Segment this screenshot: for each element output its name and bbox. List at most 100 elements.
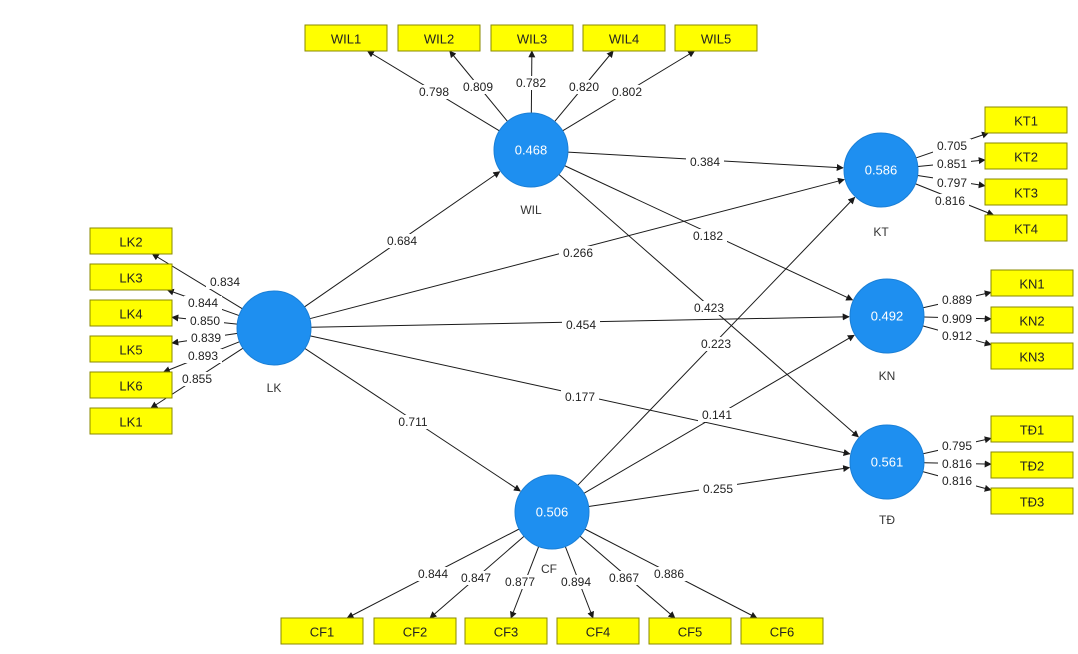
indicator-box[interactable] [397, 24, 481, 52]
indicator-box[interactable] [990, 342, 1074, 370]
latent-name: TĐ [879, 513, 895, 527]
indicator-box[interactable] [582, 24, 666, 52]
indicator-td1[interactable]: TĐ1 [990, 415, 1074, 443]
indicator-box[interactable] [464, 617, 548, 645]
loading-value-wil1: 0.798 [415, 85, 453, 99]
indicator-box[interactable] [556, 617, 640, 645]
indicator-lk1[interactable]: LK1 [89, 407, 173, 435]
indicator-box[interactable] [674, 24, 758, 52]
latent-circle[interactable] [849, 278, 925, 354]
latent-circle[interactable] [493, 112, 569, 188]
indicator-box[interactable] [89, 263, 173, 291]
loading-value-lk3-bg [184, 296, 222, 310]
loading-value-wil4: 0.820 [565, 80, 603, 94]
indicator-box[interactable] [990, 306, 1074, 334]
indicator-lk5[interactable]: LK5 [89, 335, 173, 363]
indicator-wil4[interactable]: WIL4 [582, 24, 666, 52]
indicator-box[interactable] [89, 407, 173, 435]
loading-value-wil3-text: 0.782 [516, 76, 546, 90]
indicator-kn1[interactable]: KN1 [990, 269, 1074, 297]
indicator-box[interactable] [89, 299, 173, 327]
loading-value-wil2-bg [459, 80, 497, 94]
indicator-box[interactable] [373, 617, 457, 645]
loading-value-cf1-text: 0.844 [418, 567, 448, 581]
indicator-box[interactable] [984, 178, 1068, 206]
path-coef-wil-td-text: 0.423 [694, 301, 724, 315]
latent-circle[interactable] [849, 424, 925, 500]
loading-value-cf6: 0.886 [650, 567, 688, 581]
path-coef-lk-cf-text: 0.711 [398, 415, 427, 429]
indicator-box[interactable] [984, 142, 1068, 170]
path-coef-lk-kn-bg [562, 318, 600, 332]
path-coef-lk-kt: 0.266 [559, 246, 597, 260]
loading-value-kt3-text: 0.797 [937, 176, 967, 190]
indicator-kt2[interactable]: KT2 [984, 142, 1068, 170]
indicator-box[interactable] [648, 617, 732, 645]
path-coef-cf-kt: 0.223 [697, 337, 735, 351]
indicator-td3[interactable]: TĐ3 [990, 487, 1074, 515]
indicator-kn2[interactable]: KN2 [990, 306, 1074, 334]
latent-circle[interactable] [514, 474, 590, 550]
loading-value-td3-bg [938, 474, 976, 488]
loading-value-lk2-text: 0.834 [210, 275, 240, 289]
indicator-kt4[interactable]: KT4 [984, 214, 1068, 242]
indicator-lk4[interactable]: LK4 [89, 299, 173, 327]
indicator-wil1[interactable]: WIL1 [304, 24, 388, 52]
loading-value-kt3: 0.797 [933, 176, 971, 190]
indicator-cf4[interactable]: CF4 [556, 617, 640, 645]
indicator-cf6[interactable]: CF6 [740, 617, 824, 645]
indicator-wil2[interactable]: WIL2 [397, 24, 481, 52]
indicator-label: LK5 [119, 343, 142, 358]
indicator-cf3[interactable]: CF3 [464, 617, 548, 645]
indicator-kt3[interactable]: KT3 [984, 178, 1068, 206]
indicator-wil5[interactable]: WIL5 [674, 24, 758, 52]
latent-circle[interactable] [236, 290, 312, 366]
indicator-wil3[interactable]: WIL3 [490, 24, 574, 52]
indicator-cf2[interactable]: CF2 [373, 617, 457, 645]
indicator-box[interactable] [89, 335, 173, 363]
indicator-label: WIL5 [701, 32, 731, 47]
path-coef-lk-wil-text: 0.684 [387, 234, 417, 248]
indicator-box[interactable] [984, 106, 1068, 134]
indicator-box[interactable] [89, 227, 173, 255]
indicator-box[interactable] [280, 617, 364, 645]
r-squared-value: 0.492 [871, 309, 904, 324]
indicator-lk6[interactable]: LK6 [89, 371, 173, 399]
indicator-td2[interactable]: TĐ2 [990, 451, 1074, 479]
indicator-lk2[interactable]: LK2 [89, 227, 173, 255]
indicator-cf1[interactable]: CF1 [280, 617, 364, 645]
path-coef-lk-wil: 0.684 [383, 234, 421, 248]
loading-value-wil5: 0.802 [608, 85, 646, 99]
latent-lk[interactable]: LK [236, 290, 312, 395]
edge-labels-layer: 0.6840.7110.2660.4540.1770.3840.1820.423… [178, 76, 976, 589]
loading-value-td2: 0.816 [938, 457, 976, 471]
indicator-kn3[interactable]: KN3 [990, 342, 1074, 370]
path-coef-cf-kn: 0.141 [698, 408, 736, 422]
indicator-box[interactable] [490, 24, 574, 52]
indicator-box[interactable] [304, 24, 388, 52]
indicator-box[interactable] [984, 214, 1068, 242]
loading-value-lk6-text: 0.893 [188, 349, 218, 363]
indicator-box[interactable] [990, 451, 1074, 479]
indicator-cf5[interactable]: CF5 [648, 617, 732, 645]
indicator-kt1[interactable]: KT1 [984, 106, 1068, 134]
loading-value-wil4-bg [565, 80, 603, 94]
indicator-lk3[interactable]: LK3 [89, 263, 173, 291]
indicator-box[interactable] [740, 617, 824, 645]
loading-value-wil4-text: 0.820 [569, 80, 599, 94]
latent-circle[interactable] [843, 132, 919, 208]
loading-value-lk2: 0.834 [206, 275, 244, 289]
indicator-box[interactable] [990, 415, 1074, 443]
loading-value-lk5: 0.839 [187, 331, 225, 345]
indicator-box[interactable] [990, 269, 1074, 297]
loading-value-wil3-bg [512, 76, 550, 90]
latent-name: LK [267, 381, 282, 395]
indicator-box[interactable] [89, 371, 173, 399]
indicator-box[interactable] [990, 487, 1074, 515]
